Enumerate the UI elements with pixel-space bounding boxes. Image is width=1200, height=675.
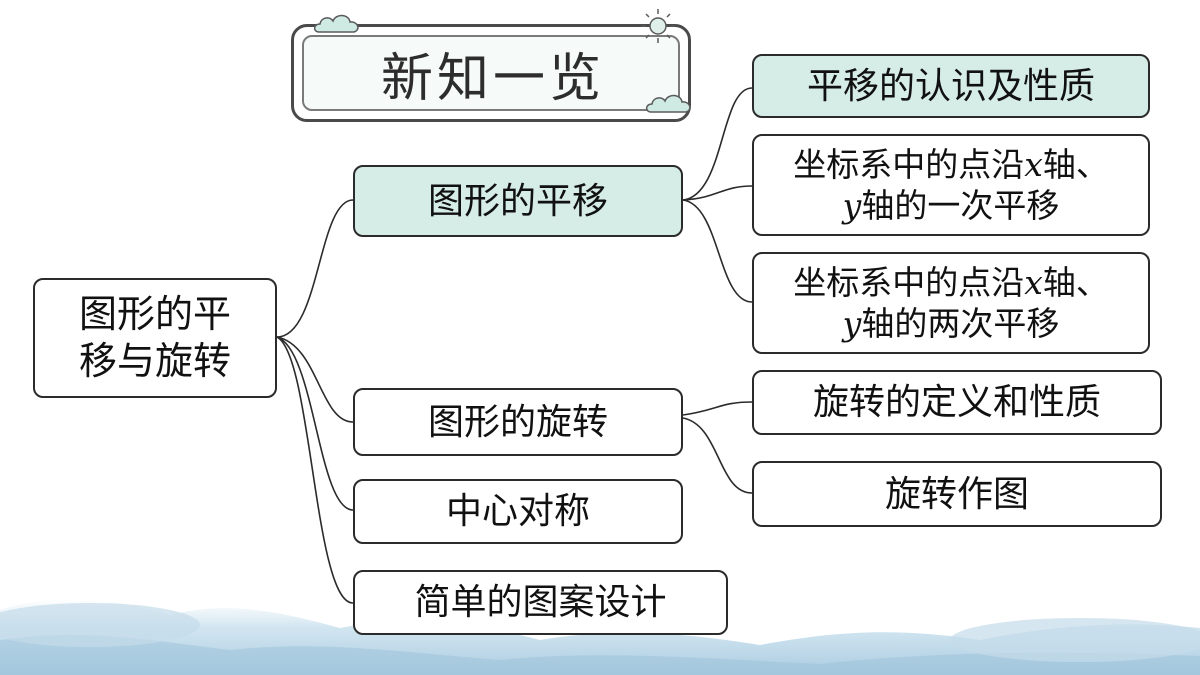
single-translation-line1-suffix: 轴、 [1042,144,1109,184]
node-pattern-design: 简单的图案设计 [353,570,728,635]
double-translation-line1-text: 坐标系中的点沿 [793,262,1025,302]
double-translation-line1-suffix: 轴、 [1042,262,1109,302]
page-title: 新知一览 [380,49,605,109]
title-frame-inner [302,35,680,111]
node-rotation-properties-label: 旋转的定义和性质 [812,382,1101,423]
cloud-icon [313,14,359,33]
root-label-line1: 图形的平 [78,291,231,336]
node-translation-label: 图形的平移 [427,180,608,222]
node-rotation-label: 图形的旋转 [427,401,608,443]
connector-root-central-symmetry [276,336,354,511]
double-translation-y-var: y [842,304,862,343]
node-translation-properties-label: 平移的认识及性质 [806,65,1095,107]
node-translation: 图形的平移 [353,165,683,237]
title-frame [291,24,691,122]
node-rotation-drawing: 旋转作图 [752,461,1162,527]
node-central-symmetry: 中心对称 [353,479,683,544]
connector-translation-child2 [682,185,753,201]
connector-root-translation [276,199,354,338]
double-translation-x-var: x [1024,262,1043,302]
connector-translation-child3 [682,199,753,303]
connector-root-rotation [276,336,354,423]
connector-rotation-child1 [682,401,753,416]
node-rotation-drawing-label: 旋转作图 [884,473,1029,515]
node-pattern-design-label: 简单的图案设计 [414,582,667,623]
node-double-translation: 坐标系中的点沿x轴、 y轴的两次平移 [752,252,1150,354]
connector-rotation-child2 [682,417,753,494]
single-translation-line1-text: 坐标系中的点沿 [793,144,1025,184]
node-central-symmetry-label: 中心对称 [445,491,590,532]
double-translation-line2-text: 轴的两次平移 [861,304,1060,343]
connector-translation-child1 [682,87,753,201]
root-node: 图形的平 移与旋转 [33,278,277,398]
node-rotation-properties: 旋转的定义和性质 [752,370,1162,435]
root-label-line2: 移与旋转 [78,339,231,383]
single-translation-line2-text: 轴的一次平移 [861,186,1060,225]
sun-icon [641,9,675,43]
single-translation-x-var: x [1024,144,1043,184]
single-translation-y-var: y [842,186,862,225]
connector-root-pattern-design [276,336,354,604]
title-banner: 新知一览 [283,9,703,122]
node-single-translation: 坐标系中的点沿x轴、 y轴的一次平移 [752,134,1150,236]
cloud-icon [645,94,691,113]
node-rotation: 图形的旋转 [353,388,683,456]
node-translation-properties: 平移的认识及性质 [752,54,1150,118]
